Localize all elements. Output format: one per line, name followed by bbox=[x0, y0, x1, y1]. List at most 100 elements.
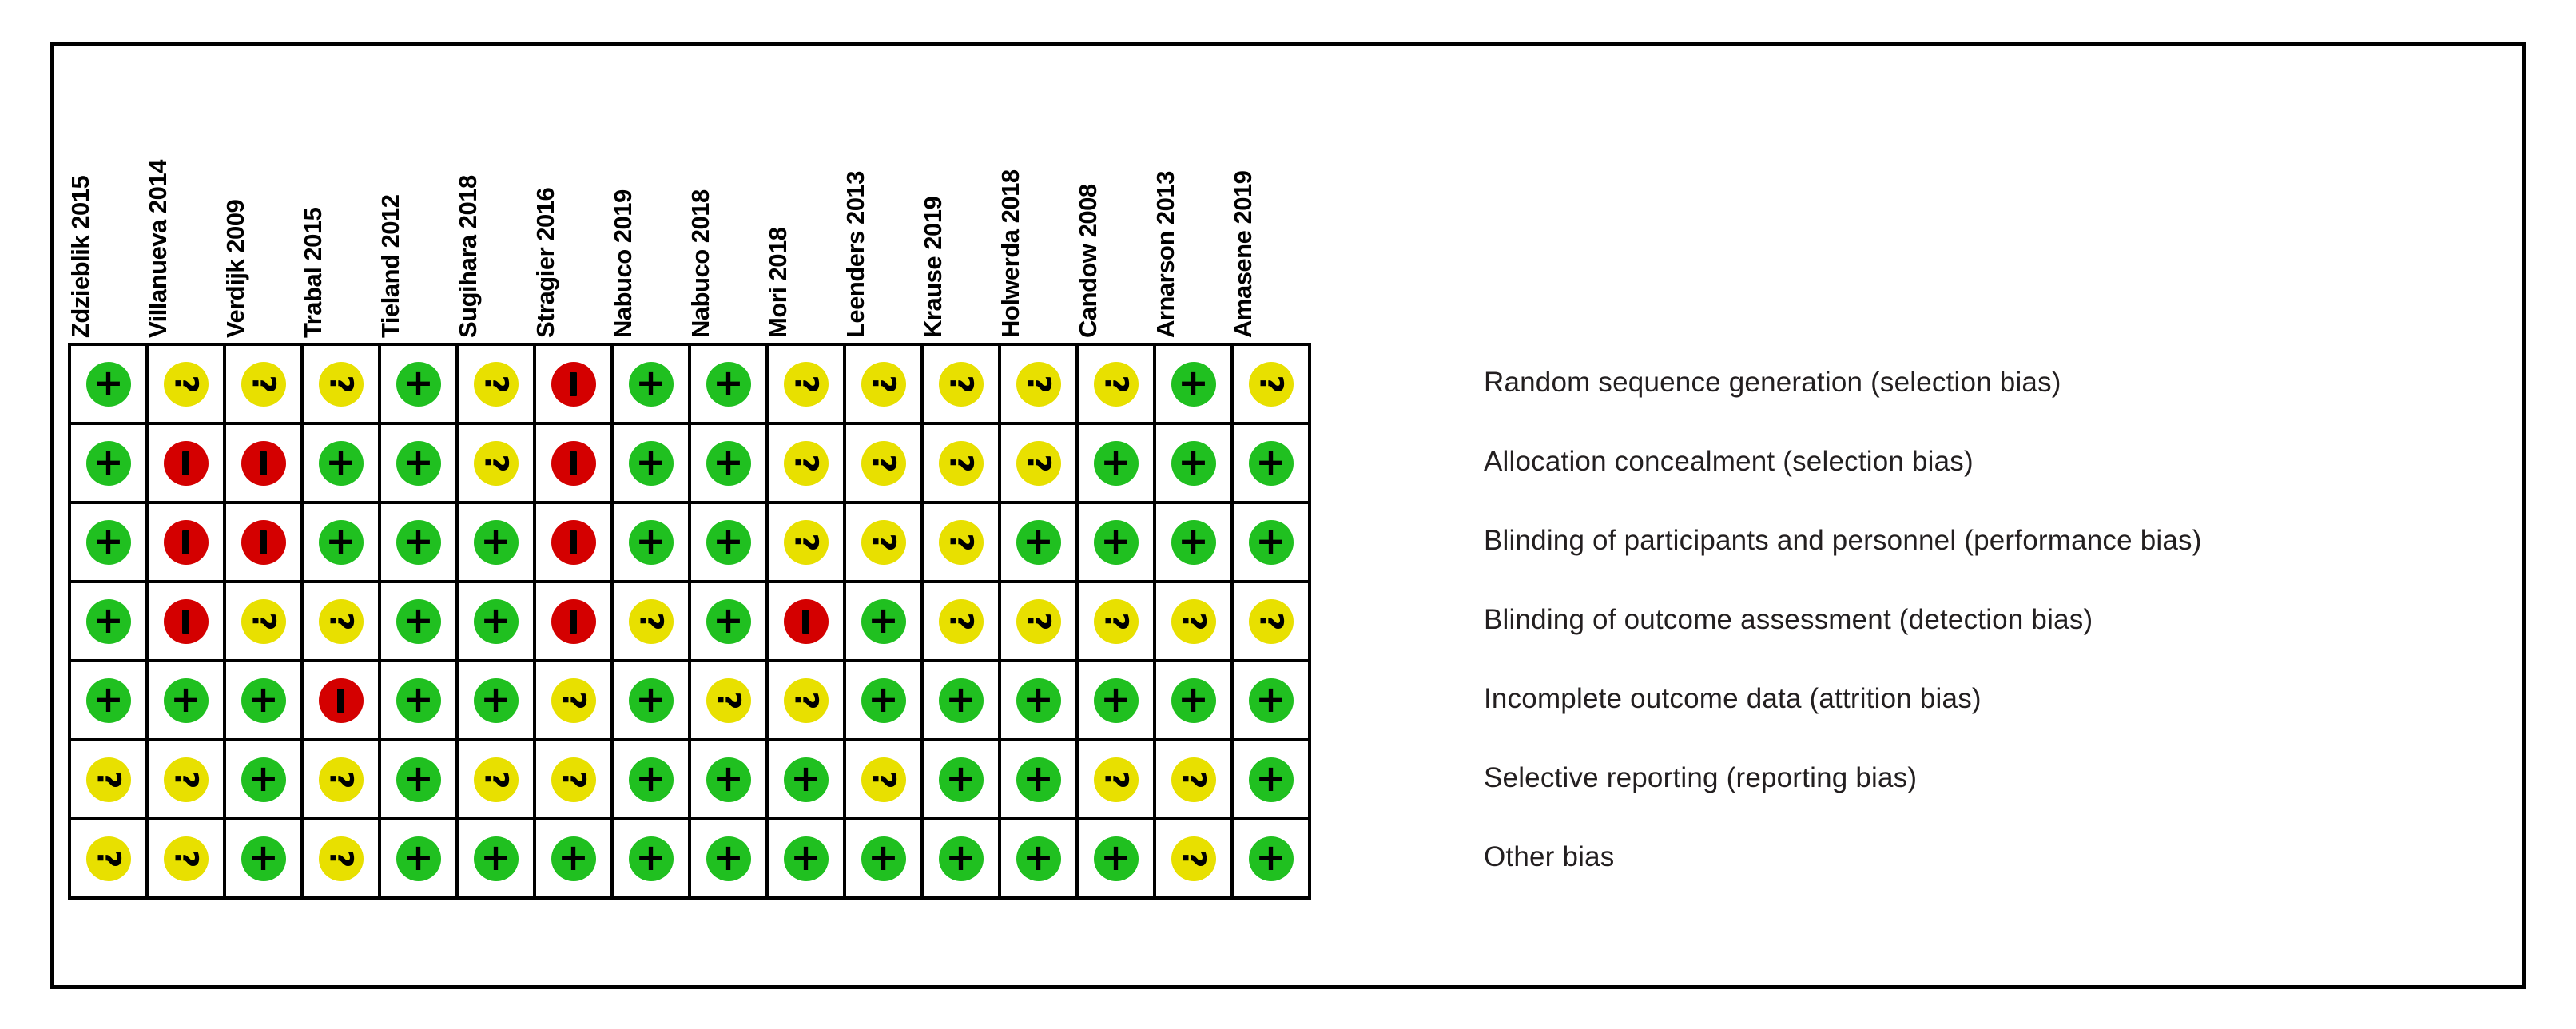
risk-cell[interactable]: ? bbox=[71, 820, 149, 900]
risk-cell[interactable]: + bbox=[1156, 662, 1234, 741]
risk-cell[interactable]: + bbox=[924, 820, 1001, 900]
risk-cell[interactable]: ? bbox=[459, 741, 536, 820]
risk-cell[interactable]: + bbox=[381, 504, 459, 583]
risk-cell[interactable]: ? bbox=[1079, 583, 1156, 662]
risk-cell[interactable] bbox=[536, 504, 614, 583]
risk-cell[interactable] bbox=[226, 425, 304, 504]
risk-cell[interactable]: ? bbox=[1156, 820, 1234, 900]
risk-cell[interactable]: + bbox=[924, 662, 1001, 741]
risk-cell[interactable]: ? bbox=[149, 741, 226, 820]
risk-cell[interactable]: + bbox=[614, 425, 691, 504]
risk-cell[interactable]: + bbox=[1079, 425, 1156, 504]
risk-cell[interactable]: + bbox=[1234, 425, 1311, 504]
risk-cell[interactable]: ? bbox=[1156, 583, 1234, 662]
risk-cell[interactable] bbox=[769, 583, 846, 662]
risk-cell[interactable] bbox=[536, 346, 614, 425]
risk-cell[interactable]: + bbox=[149, 662, 226, 741]
risk-cell[interactable]: ? bbox=[1001, 583, 1079, 662]
risk-cell[interactable]: ? bbox=[846, 425, 924, 504]
risk-cell[interactable]: + bbox=[1234, 504, 1311, 583]
risk-cell[interactable]: ? bbox=[691, 662, 769, 741]
risk-cell[interactable]: + bbox=[924, 741, 1001, 820]
risk-cell[interactable]: ? bbox=[304, 741, 381, 820]
risk-cell[interactable]: ? bbox=[846, 346, 924, 425]
risk-cell[interactable] bbox=[304, 662, 381, 741]
risk-cell[interactable]: ? bbox=[536, 741, 614, 820]
risk-cell[interactable]: ? bbox=[924, 583, 1001, 662]
risk-cell[interactable]: + bbox=[691, 425, 769, 504]
risk-cell[interactable]: ? bbox=[1001, 425, 1079, 504]
risk-cell[interactable]: + bbox=[381, 820, 459, 900]
risk-cell[interactable]: + bbox=[71, 346, 149, 425]
risk-cell[interactable]: + bbox=[459, 820, 536, 900]
risk-cell[interactable]: ? bbox=[924, 504, 1001, 583]
risk-cell[interactable]: ? bbox=[459, 346, 536, 425]
risk-cell[interactable]: ? bbox=[226, 346, 304, 425]
risk-cell[interactable]: + bbox=[381, 583, 459, 662]
risk-cell[interactable] bbox=[226, 504, 304, 583]
risk-cell[interactable]: + bbox=[846, 583, 924, 662]
risk-cell[interactable]: + bbox=[226, 820, 304, 900]
risk-cell[interactable]: + bbox=[1001, 741, 1079, 820]
risk-cell[interactable]: ? bbox=[536, 662, 614, 741]
risk-cell[interactable]: ? bbox=[846, 741, 924, 820]
risk-cell[interactable]: + bbox=[614, 346, 691, 425]
risk-cell[interactable]: + bbox=[691, 583, 769, 662]
risk-cell[interactable]: + bbox=[614, 820, 691, 900]
risk-cell[interactable]: + bbox=[691, 741, 769, 820]
risk-cell[interactable]: + bbox=[769, 741, 846, 820]
risk-cell[interactable] bbox=[149, 583, 226, 662]
risk-cell[interactable] bbox=[536, 583, 614, 662]
risk-cell[interactable]: ? bbox=[924, 346, 1001, 425]
risk-cell[interactable]: ? bbox=[71, 741, 149, 820]
risk-cell[interactable]: ? bbox=[226, 583, 304, 662]
risk-cell[interactable]: ? bbox=[769, 425, 846, 504]
risk-cell[interactable]: ? bbox=[769, 662, 846, 741]
risk-cell[interactable]: ? bbox=[924, 425, 1001, 504]
risk-cell[interactable]: + bbox=[226, 662, 304, 741]
risk-cell[interactable]: ? bbox=[304, 346, 381, 425]
risk-cell[interactable]: ? bbox=[769, 346, 846, 425]
risk-cell[interactable] bbox=[149, 425, 226, 504]
risk-cell[interactable]: + bbox=[846, 820, 924, 900]
risk-cell[interactable]: + bbox=[71, 425, 149, 504]
risk-cell[interactable] bbox=[536, 425, 614, 504]
risk-cell[interactable]: + bbox=[459, 504, 536, 583]
risk-cell[interactable]: ? bbox=[304, 820, 381, 900]
risk-cell[interactable]: + bbox=[1079, 820, 1156, 900]
risk-cell[interactable]: + bbox=[1001, 504, 1079, 583]
risk-cell[interactable]: ? bbox=[1079, 346, 1156, 425]
risk-cell[interactable]: ? bbox=[1234, 583, 1311, 662]
risk-cell[interactable]: + bbox=[459, 662, 536, 741]
risk-cell[interactable]: + bbox=[1001, 662, 1079, 741]
risk-cell[interactable] bbox=[149, 504, 226, 583]
risk-cell[interactable]: + bbox=[846, 662, 924, 741]
risk-cell[interactable]: + bbox=[1234, 662, 1311, 741]
risk-cell[interactable]: + bbox=[1234, 741, 1311, 820]
risk-cell[interactable]: ? bbox=[459, 425, 536, 504]
risk-cell[interactable]: ? bbox=[304, 583, 381, 662]
risk-cell[interactable]: + bbox=[226, 741, 304, 820]
risk-cell[interactable]: + bbox=[1079, 662, 1156, 741]
risk-cell[interactable]: + bbox=[304, 425, 381, 504]
risk-cell[interactable]: + bbox=[1156, 504, 1234, 583]
risk-cell[interactable]: + bbox=[1156, 346, 1234, 425]
risk-cell[interactable]: + bbox=[691, 346, 769, 425]
risk-cell[interactable]: ? bbox=[1079, 741, 1156, 820]
risk-cell[interactable]: + bbox=[381, 741, 459, 820]
risk-cell[interactable]: + bbox=[381, 425, 459, 504]
risk-cell[interactable]: + bbox=[691, 820, 769, 900]
risk-cell[interactable]: + bbox=[769, 820, 846, 900]
risk-cell[interactable]: ? bbox=[149, 346, 226, 425]
risk-cell[interactable]: + bbox=[1234, 820, 1311, 900]
risk-cell[interactable]: + bbox=[71, 662, 149, 741]
risk-cell[interactable]: ? bbox=[846, 504, 924, 583]
risk-cell[interactable]: + bbox=[381, 346, 459, 425]
risk-cell[interactable]: + bbox=[304, 504, 381, 583]
risk-cell[interactable]: ? bbox=[149, 820, 226, 900]
risk-cell[interactable]: + bbox=[1079, 504, 1156, 583]
risk-cell[interactable]: + bbox=[614, 504, 691, 583]
risk-cell[interactable]: + bbox=[536, 820, 614, 900]
risk-cell[interactable]: + bbox=[71, 504, 149, 583]
risk-cell[interactable]: + bbox=[614, 662, 691, 741]
